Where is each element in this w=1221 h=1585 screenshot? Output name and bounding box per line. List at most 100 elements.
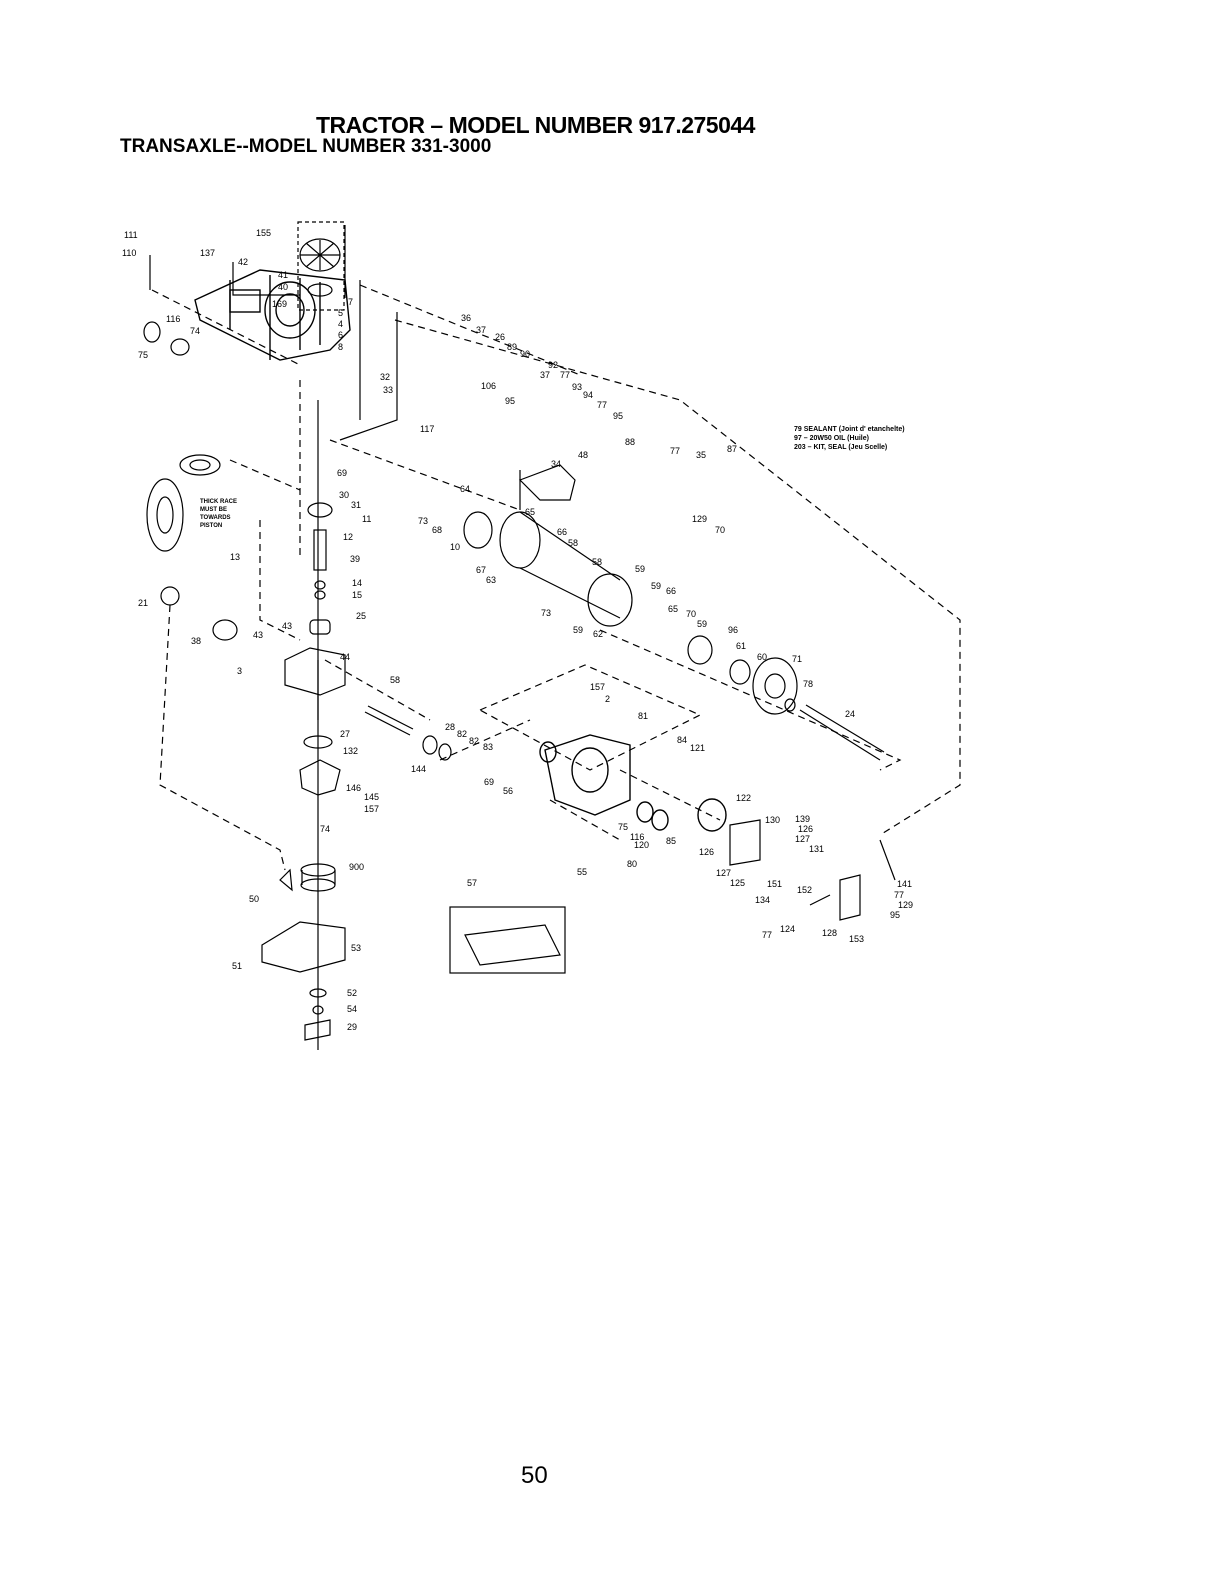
part-label: 92 [548,360,558,370]
part-label: 58 [390,675,400,685]
inset-assembly-view [449,906,566,974]
part-label: 50 [249,894,259,904]
part-label: 11 [362,514,371,524]
part-label: 43 [282,621,292,631]
part-label: 70 [686,609,696,619]
part-label: 66 [557,527,567,537]
part-label: 151 [767,879,782,889]
part-label: 157 [364,804,379,814]
part-label: 42 [238,257,248,267]
note-sealant: 79 SEALANT (Joint d' etanchelte) [794,426,905,433]
bearing-orientation-note: THICK RACE MUST BE TOWARDS PISTON [200,499,237,529]
part-label: 60 [757,652,767,662]
part-label: 116 [166,314,180,324]
part-label: 141 [897,879,912,889]
tractor-model-title: TRACTOR – MODEL NUMBER 917.275044 [316,112,755,138]
part-label: 24 [845,709,855,719]
part-label: 95 [890,910,900,920]
part-label: 84 [677,735,687,745]
note-oil: 97 – 20W50 OIL (Huile) [794,435,869,442]
part-label: 900 [349,862,364,872]
part-label: 35 [696,450,706,460]
part-label: 2 [605,694,610,704]
part-label: 121 [690,743,705,753]
part-label: 69 [337,468,347,478]
part-label: 89 [507,342,517,352]
part-label: 139 [795,814,810,824]
part-label: 129 [898,900,913,910]
part-label: 127 [795,834,810,844]
part-label: 77 [762,930,772,940]
part-label: 128 [822,928,837,938]
bearing-note-line: PISTON [200,523,222,529]
part-label: 131 [809,844,824,854]
part-label: 21 [138,598,148,608]
part-label: 82 [457,729,467,739]
part-label: 32 [380,372,390,382]
part-label: 85 [666,836,676,846]
transaxle-model-title: TRANSAXLE--MODEL NUMBER 331-3000 [120,136,492,157]
part-label: 41 [278,270,288,280]
part-label: 157 [590,682,605,692]
part-label: 14 [352,578,362,588]
part-label: 74 [320,824,330,834]
part-label: 7 [348,297,353,307]
part-label: 75 [138,350,148,360]
part-label: 37 [476,325,486,335]
part-label: 126 [699,847,714,857]
part-label: 40 [278,282,288,292]
part-label: 65 [525,507,535,517]
part-label: 127 [716,868,731,878]
part-label: 12 [343,532,353,542]
part-label: 153 [849,934,864,944]
pump-assembly [212,502,346,696]
note-seal-kit: 203 – KIT, SEAL (Jeu Scelle) [794,444,888,451]
bearing-note-line: TOWARDS [200,515,231,521]
center-section [261,735,346,1041]
part-label: 13 [230,552,240,562]
part-label: 61 [736,641,746,651]
part-label: 80 [627,859,637,869]
part-label: 70 [715,525,725,535]
part-label: 43 [253,630,263,640]
part-label: 66 [666,586,676,596]
part-label: 90 [520,349,530,359]
part-label: 37 [540,370,550,380]
part-label: 38 [191,636,201,646]
part-label: 59 [697,619,707,629]
part-label: 111 [124,230,138,240]
part-label: 4 [338,319,343,329]
part-label: 64 [460,484,470,494]
part-label: 58 [592,557,602,567]
part-label: 88 [625,437,635,447]
part-label: 59 [651,581,661,591]
part-label: 69 [484,777,494,787]
part-label: 51 [232,961,242,971]
part-label: 145 [364,792,379,802]
part-label: 34 [551,459,561,469]
part-label: 58 [568,538,578,548]
brake-bracket [729,819,896,921]
part-label: 54 [347,1004,357,1014]
part-label: 77 [560,370,570,380]
lower-housing [539,734,727,832]
part-label: 77 [597,400,607,410]
part-label: 31 [351,500,361,510]
part-label: 117 [420,424,434,434]
part-label: 81 [638,711,648,721]
part-label: 78 [803,679,813,689]
part-label: 93 [572,382,582,392]
transmission-housing [194,269,351,361]
part-label: 95 [613,411,623,421]
bearing-note-line: THICK RACE [200,499,237,505]
part-label: 83 [483,742,493,752]
assembly-lines [151,284,961,871]
part-label: 29 [347,1022,357,1032]
part-label: 57 [467,878,477,888]
part-label: 120 [634,840,649,850]
part-label: 15 [352,590,362,600]
part-label: 75 [618,822,628,832]
part-label: 87 [727,444,737,454]
part-label: 68 [432,525,442,535]
